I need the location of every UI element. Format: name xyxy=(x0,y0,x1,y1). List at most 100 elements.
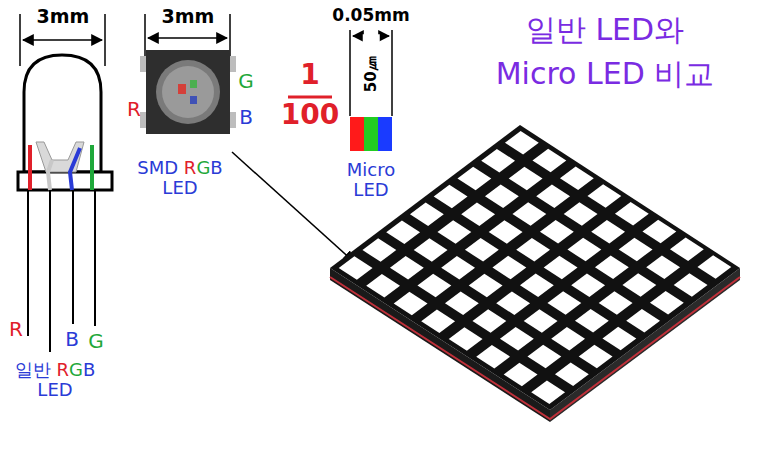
matrix-pixel xyxy=(531,380,565,404)
smd-led xyxy=(156,60,220,124)
matrix-pixel xyxy=(449,327,483,351)
micro-dimension xyxy=(391,30,393,116)
matrix-pixel xyxy=(560,167,594,191)
part-label: 3mm xyxy=(18,6,108,27)
matrix-pixel xyxy=(504,363,538,387)
matrix-pixel xyxy=(670,238,704,262)
matrix-pixel xyxy=(469,274,503,298)
matrix-pixel xyxy=(615,202,649,226)
text-run: B xyxy=(83,359,95,380)
matrix-pixel xyxy=(386,220,420,244)
matrix-pixel xyxy=(544,256,578,280)
smd-led xyxy=(162,66,214,118)
smd-led xyxy=(190,80,197,88)
text-run: G xyxy=(196,157,210,178)
text-run: B xyxy=(210,157,222,178)
led-legs xyxy=(49,190,51,352)
matrix-pixel xyxy=(434,185,468,209)
matrix-cells xyxy=(339,131,732,404)
matrix-pixel xyxy=(366,274,400,298)
text-run: R xyxy=(56,359,69,380)
matrix-pixel xyxy=(564,202,598,226)
matrix-pixel xyxy=(650,291,684,315)
part-label: G xyxy=(236,70,256,92)
part-label: R xyxy=(124,98,144,120)
fraction-bar xyxy=(288,96,332,99)
pointer-arrow xyxy=(232,152,354,262)
smd-dimension xyxy=(144,14,146,62)
smd-led xyxy=(146,50,230,134)
led-body xyxy=(48,160,52,190)
matrix-pixel xyxy=(587,184,621,208)
part-label: 1 xyxy=(280,60,340,91)
matrix-pixel xyxy=(512,202,546,226)
matrix-pixel xyxy=(492,256,526,280)
micro-led xyxy=(350,117,392,151)
matrix-pixel xyxy=(465,238,499,262)
matrix-pixel xyxy=(500,327,534,351)
matrix-pixel xyxy=(626,309,660,333)
matrix-pixel xyxy=(555,363,589,387)
matrix-pixel xyxy=(575,309,609,333)
matrix-pixel xyxy=(472,309,506,333)
text-run: SMD xyxy=(137,157,184,178)
matrix-pixel xyxy=(505,131,539,155)
matrix-pixel xyxy=(591,220,625,244)
matrix-pixel xyxy=(421,309,455,333)
matrix-pixel xyxy=(524,309,558,333)
part-label: G xyxy=(86,330,106,352)
matrix-pixel xyxy=(602,327,636,351)
matrix-pixel xyxy=(540,220,574,244)
matrix-pixel xyxy=(567,238,601,262)
led-dimension xyxy=(23,39,102,41)
matrix-pixel xyxy=(509,167,543,191)
led-body xyxy=(70,148,80,190)
text-run: LED xyxy=(162,177,197,198)
led-dimension xyxy=(104,14,106,66)
matrix-pixel xyxy=(410,203,444,227)
matrix-pixel xyxy=(457,167,491,191)
matrix-pixel xyxy=(516,238,550,262)
matrix-pixel xyxy=(642,220,676,244)
matrix-pixel xyxy=(697,255,731,279)
matrix-pixel xyxy=(394,292,428,316)
matrix-pixel xyxy=(674,273,708,297)
matrix-pixel xyxy=(551,327,585,351)
matrix-pixel xyxy=(496,291,530,315)
part-label: 3mm xyxy=(143,6,233,27)
part-label: 100 xyxy=(280,100,340,131)
led-body xyxy=(18,172,112,190)
part-label: Micro LED xyxy=(336,160,406,200)
micro-led xyxy=(350,117,364,151)
text-run: LED xyxy=(37,379,72,400)
smd-led xyxy=(178,84,186,94)
matrix-pixel xyxy=(599,291,633,315)
led-legs xyxy=(72,190,74,324)
led-body xyxy=(18,55,112,190)
micro-dimension xyxy=(350,30,392,116)
smd-led xyxy=(190,96,197,104)
matrix-pixel xyxy=(362,238,396,262)
matrix-pixel xyxy=(595,256,629,280)
matrix-pixel xyxy=(476,345,510,369)
matrix-pixel xyxy=(527,345,561,369)
part-label: SMD RGB LED xyxy=(125,158,235,198)
micro-led xyxy=(364,117,378,151)
matrix-pixel xyxy=(390,256,424,280)
matrix-pixel xyxy=(445,292,479,316)
led-dimension xyxy=(19,14,21,66)
matrix-pixel xyxy=(489,220,523,244)
matrix-pixel xyxy=(619,238,653,262)
matrix-pixel xyxy=(437,220,471,244)
matrix-pixel xyxy=(417,274,451,298)
led-legs xyxy=(28,190,95,352)
text-run: 일반 xyxy=(15,359,57,380)
smd-led xyxy=(140,50,236,134)
matrix-face xyxy=(330,125,740,410)
matrix-pixel xyxy=(579,345,613,369)
matrix-pixel xyxy=(461,202,495,226)
smd-dimension xyxy=(148,37,227,39)
matrix-pixel xyxy=(339,256,373,280)
part-label: 일반 RGB LED xyxy=(5,360,105,400)
